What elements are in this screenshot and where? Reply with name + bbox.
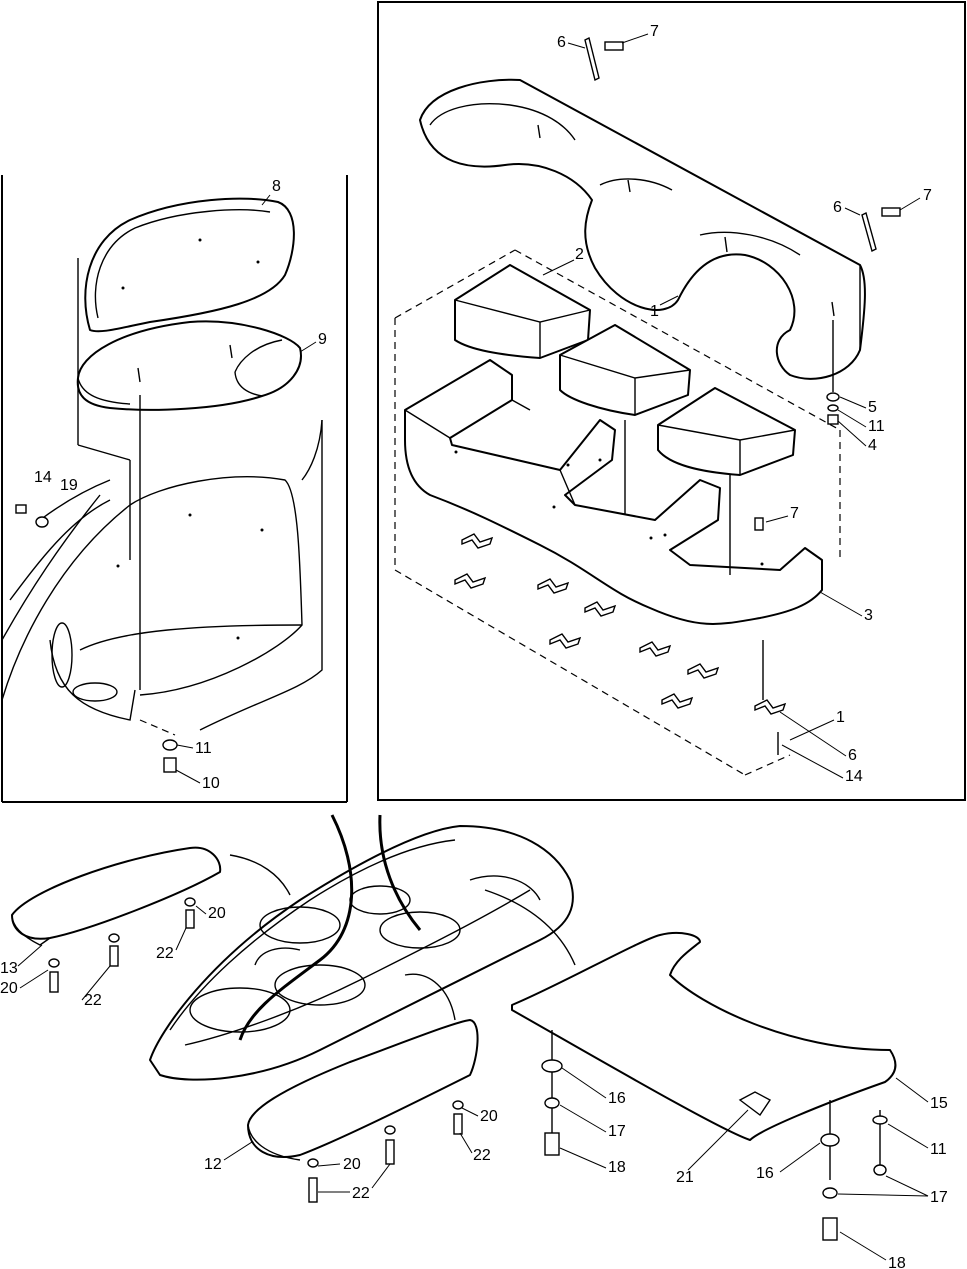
callout-20c: 20 (480, 1108, 498, 1125)
callout-7c: 7 (790, 505, 799, 522)
callout-2: 2 (575, 246, 584, 263)
callout-1a: 1 (650, 303, 659, 320)
callout-6b: 6 (833, 199, 842, 216)
callout-6c: 6 (848, 747, 857, 764)
callout-22b: 22 (84, 992, 102, 1009)
callout-1b: 1 (836, 709, 845, 726)
callout-9: 9 (318, 331, 327, 348)
callout-6a: 6 (557, 34, 566, 51)
boat-hull-top-view (149, 825, 574, 1081)
callout-14b: 14 (845, 768, 863, 785)
callout-11a: 11 (195, 740, 212, 757)
callout-14a: 14 (34, 469, 52, 486)
callout-21: 21 (676, 1169, 694, 1186)
bench-dashed-outline (394, 249, 841, 776)
bench-cushion-part-2-left (454, 264, 591, 359)
cushion-hardware-20-22 (48, 897, 464, 1203)
bench-brackets-part-6 (454, 533, 787, 715)
callout-4: 4 (868, 437, 877, 454)
seat-hardware-left (15, 504, 178, 773)
callout-10: 10 (202, 775, 220, 792)
callout-17b: 17 (930, 1189, 948, 1206)
callout-22d: 22 (352, 1185, 370, 1202)
rear-deck-panel-part-15 (511, 932, 897, 1141)
deck-mounts-16-17-18 (541, 1030, 888, 1241)
side-cushion-part-13 (11, 846, 222, 946)
callout-7b: 7 (923, 187, 932, 204)
bench-cushion-part-2-right (657, 387, 796, 476)
callout-7a: 7 (650, 23, 659, 40)
callout-11b: 11 (868, 418, 885, 435)
seat-cushion-part-9 (76, 320, 302, 411)
callout-19: 19 (60, 477, 78, 494)
callout-22a: 22 (156, 945, 174, 962)
bench-cushion-part-2-center (559, 324, 691, 416)
callout-5: 5 (868, 399, 877, 416)
bench-backrest-part-1 (419, 78, 866, 380)
seat-base-hull-section (1, 258, 323, 736)
callout-16b: 16 (756, 1165, 774, 1182)
right-panel-frame (377, 1, 966, 801)
callout-17a: 17 (608, 1123, 626, 1140)
callout-12: 12 (204, 1156, 222, 1173)
bench-frame-part-3 (404, 359, 823, 625)
callout-20a: 20 (208, 905, 226, 922)
callout-8: 8 (272, 178, 281, 195)
callout-11c: 11 (930, 1141, 947, 1158)
callout-22c: 22 (473, 1147, 491, 1164)
callout-18a: 18 (608, 1159, 626, 1176)
callout-16a: 16 (608, 1090, 626, 1107)
callout-3: 3 (864, 607, 873, 624)
callout-20b: 20 (0, 980, 18, 997)
hull-pointer-arrows (229, 814, 576, 1041)
callout-15: 15 (930, 1095, 948, 1112)
callout-20d: 20 (343, 1156, 361, 1173)
callout-labels: 8 9 14 19 11 10 6 7 2 1 6 7 5 11 4 7 3 1… (0, 23, 948, 1269)
bench-hardware-right (584, 36, 901, 755)
seat-backrest-part-8 (84, 197, 295, 333)
left-panel-frame (1, 175, 348, 803)
side-cushion-part-12 (247, 1019, 479, 1161)
callout-18b: 18 (888, 1255, 906, 1269)
callout-13: 13 (0, 960, 18, 977)
